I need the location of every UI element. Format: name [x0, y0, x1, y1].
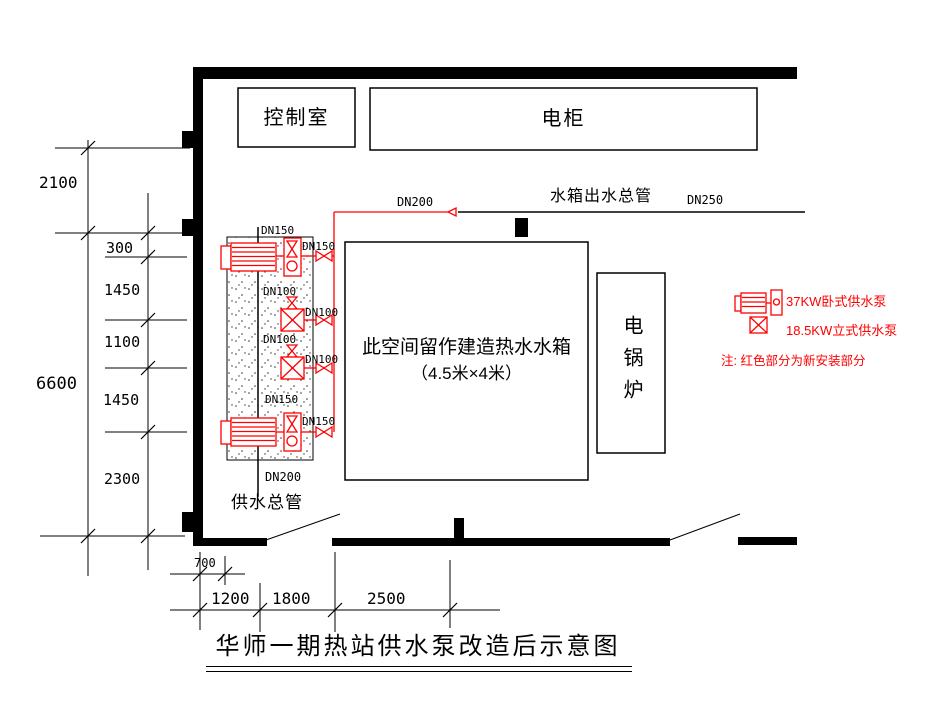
door-swing-right — [669, 513, 741, 541]
electrical-cabinet-label: 电柜 — [541, 108, 586, 130]
title-underline — [206, 666, 632, 672]
legend-horizontal-pump-icon — [734, 289, 783, 316]
electric-boiler-box — [596, 272, 666, 454]
pump4-impeller-icon — [286, 435, 298, 447]
pump4-gate-valve-icon — [315, 425, 326, 439]
wall-column-left-3 — [182, 512, 193, 532]
pump1-gate-valve-icon — [315, 249, 326, 263]
dim-300: 300 — [106, 239, 134, 257]
new-red-piping — [220, 206, 783, 452]
pump1-inlet-label: DN150 — [261, 224, 295, 237]
pump-vertical-1 — [280, 296, 333, 332]
building-walls — [182, 67, 797, 546]
outlet-dn200-label: DN200 — [397, 195, 434, 209]
electric-boiler-label: 电锅炉 — [620, 315, 642, 411]
pump3-inlet-label: DN100 — [263, 333, 297, 346]
dim-1200: 1200 — [211, 589, 250, 608]
pump4-motor-cap — [220, 420, 232, 445]
tank-outlet-main-label: 水箱出水总管 — [550, 188, 653, 205]
wall-column-bottom — [454, 518, 464, 538]
legend-vertical-pump-label: 18.5KW立式供水泵 — [786, 323, 898, 338]
wall-column-mid — [515, 218, 528, 237]
control-room-box — [237, 87, 356, 148]
pump3-check-valve-icon — [285, 344, 299, 353]
tank-space-line2: （4.5米×4米） — [410, 364, 522, 384]
pump1-impeller-icon — [286, 260, 298, 272]
dim-1450b: 1450 — [103, 391, 140, 409]
pump-horizontal-1 — [220, 237, 334, 277]
wall-top — [195, 67, 797, 79]
wall-bottom-1 — [193, 538, 267, 546]
pump-vertical-2 — [280, 344, 333, 380]
wall-bottom-3 — [738, 537, 797, 545]
existing-pipes — [257, 211, 805, 497]
pump-horizontal-2 — [220, 412, 333, 452]
dim-2100: 2100 — [39, 173, 78, 192]
door-swings — [265, 513, 741, 541]
control-room-label: 控制室 — [263, 106, 330, 129]
wall-column-left-2 — [182, 219, 193, 236]
pump2-outlet-label: DN100 — [305, 306, 339, 319]
pump1-outlet-label: DN150 — [302, 240, 336, 253]
dim-6600: 6600 — [36, 374, 77, 394]
legend-vertical-pump-icon — [749, 316, 768, 334]
outlet-dn250-label: DN250 — [687, 193, 724, 207]
pump4-outlet-label: DN150 — [302, 415, 336, 428]
pump4-check-valve-icon — [285, 415, 299, 426]
dim-1100: 1100 — [104, 333, 141, 351]
dim-1800: 1800 — [272, 589, 311, 608]
wall-column-left-1 — [182, 131, 193, 148]
dim-2300: 2300 — [104, 470, 141, 488]
door-swing-left — [265, 513, 341, 541]
pump2-inlet-label: DN100 — [263, 285, 297, 298]
tank-space-label: 此空间留作建造热水水箱 （4.5米×4米） — [345, 242, 588, 480]
reducer-symbol — [446, 206, 457, 218]
supply-dn200-label: DN200 — [265, 470, 302, 484]
pump2-check-valve-icon — [285, 296, 299, 305]
dim-700: 700 — [194, 556, 216, 570]
wall-left — [193, 67, 203, 546]
pump3-gate-valve-icon — [315, 361, 326, 375]
pump1-check-valve-icon — [285, 240, 299, 251]
pump4-inlet-label: DN150 — [265, 393, 299, 406]
pump3-outlet-label: DN100 — [305, 353, 339, 366]
dim-1450a: 1450 — [104, 281, 141, 299]
pump1-motor-cap — [220, 245, 232, 270]
drawing-title: 华师一期热站供水泵改造后示意图 — [215, 633, 621, 660]
pump2-gate-valve-icon — [315, 313, 326, 327]
legend-note: 注: 红色部分为新安装部分 — [721, 354, 866, 368]
room-boxes — [237, 87, 758, 481]
dim-2500: 2500 — [367, 589, 406, 608]
tank-space-box — [344, 241, 589, 481]
supply-main-label: 供水总管 — [231, 493, 303, 512]
dimension-ticks — [80, 140, 458, 618]
electrical-cabinet-box — [369, 87, 758, 151]
tank-space-line1: 此空间留作建造热水水箱 — [361, 337, 571, 359]
wall-bottom-2 — [332, 538, 670, 546]
legend-horizontal-pump-label: 37KW卧式供水泵 — [786, 294, 887, 309]
